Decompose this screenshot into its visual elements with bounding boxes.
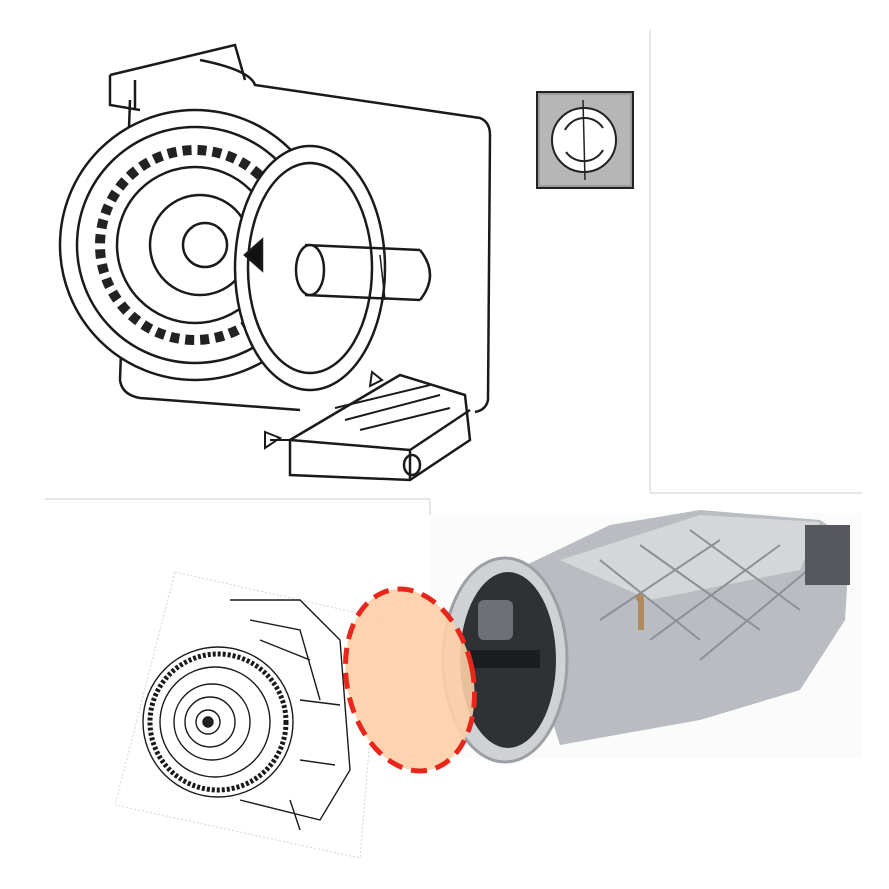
flow-inset	[536, 91, 634, 189]
panel-frames	[45, 30, 862, 515]
interface-highlight	[342, 586, 478, 774]
transmission-drawing	[114, 571, 381, 859]
gearbox-photo	[431, 510, 862, 764]
torque-converter-drawing	[58, 43, 492, 482]
